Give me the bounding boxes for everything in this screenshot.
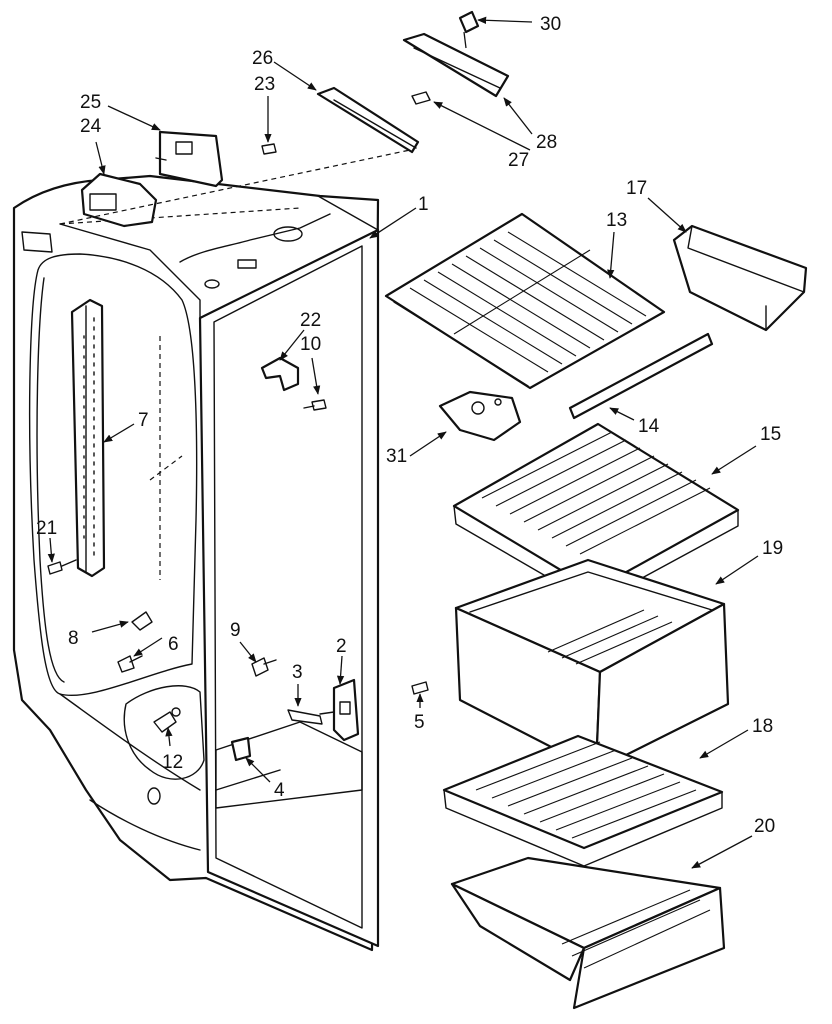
callout-10: 10 bbox=[300, 334, 321, 355]
callout-6: 6 bbox=[168, 634, 179, 655]
hinge-2 bbox=[319, 678, 360, 742]
light-shield-26 bbox=[316, 86, 420, 154]
screw-10 bbox=[303, 399, 327, 411]
callout-5: 5 bbox=[414, 712, 425, 733]
callout-19: 19 bbox=[762, 538, 783, 559]
screw-21 bbox=[47, 559, 77, 575]
callout-24: 24 bbox=[80, 116, 102, 137]
shelf-ladder-7 bbox=[70, 298, 106, 578]
assembly-guide-line bbox=[59, 149, 411, 225]
shelf-trim-14 bbox=[568, 332, 714, 420]
callout-8: 8 bbox=[68, 628, 79, 649]
fastener-12 bbox=[153, 707, 181, 733]
callout-13: 13 bbox=[606, 210, 627, 231]
callout-30: 30 bbox=[540, 14, 561, 35]
callout-9: 9 bbox=[230, 620, 241, 641]
callout-15: 15 bbox=[760, 424, 781, 445]
clip-9 bbox=[251, 657, 277, 677]
callout-1: 1 bbox=[418, 194, 429, 215]
wire-shelf-13 bbox=[384, 212, 666, 390]
screw-23 bbox=[261, 143, 277, 155]
callout-2: 2 bbox=[336, 636, 347, 657]
callout-20: 20 bbox=[754, 816, 775, 837]
callout-23: 23 bbox=[254, 74, 275, 95]
leader-lines bbox=[47, 16, 759, 869]
door-bin-17 bbox=[672, 224, 808, 332]
glass-shelf-18 bbox=[442, 734, 724, 867]
clip-8 bbox=[131, 611, 153, 631]
callout-22: 22 bbox=[300, 310, 321, 331]
callout-7: 7 bbox=[138, 410, 149, 431]
light-cover-28 bbox=[402, 32, 510, 98]
bracket-3 bbox=[287, 709, 323, 725]
assembly-guide-line bbox=[149, 455, 183, 481]
crisper-drawer-20 bbox=[450, 856, 726, 1010]
callout-25: 25 bbox=[80, 92, 101, 113]
callout-3: 3 bbox=[292, 662, 303, 683]
screw-5 bbox=[411, 681, 429, 695]
callout-27: 27 bbox=[508, 150, 529, 171]
callout-17: 17 bbox=[626, 178, 647, 199]
callout-14: 14 bbox=[638, 416, 660, 437]
callout-31: 31 bbox=[386, 446, 407, 467]
callout-4: 4 bbox=[274, 780, 285, 801]
light-socket-4 bbox=[230, 736, 252, 762]
control-bracket-25 bbox=[155, 130, 224, 188]
clip-6 bbox=[117, 655, 143, 673]
crisper-drawer-19 bbox=[454, 558, 730, 772]
callout-18: 18 bbox=[752, 716, 773, 737]
callout-21: 21 bbox=[36, 518, 57, 539]
callout-28: 28 bbox=[536, 132, 557, 153]
clip-30 bbox=[458, 10, 480, 34]
shelf-bracket-31 bbox=[438, 390, 522, 442]
callout-26: 26 bbox=[252, 48, 273, 69]
screw-27 bbox=[411, 91, 431, 105]
callout-12: 12 bbox=[162, 752, 183, 773]
callout-labels: 1 2 3 4 5 6 7 8 9 10 12 13 14 15 17 18 1… bbox=[36, 14, 783, 837]
control-housing-24 bbox=[80, 172, 158, 228]
